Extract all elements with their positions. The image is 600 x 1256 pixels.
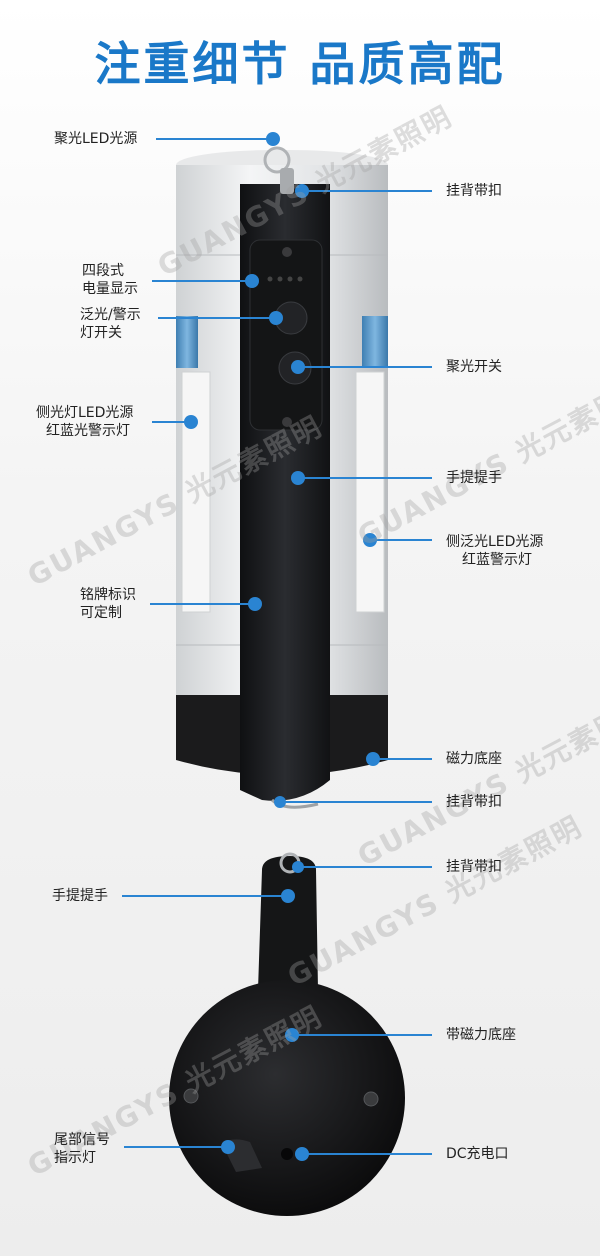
right-blue-lens bbox=[362, 316, 388, 368]
label-flood-switch-1: 泛光/警示 bbox=[80, 307, 141, 323]
label-nameplate-1: 铭牌标识 bbox=[80, 587, 136, 603]
label-side-flood-1: 侧泛光LED光源 bbox=[446, 534, 544, 550]
lamp-bottom-view bbox=[169, 852, 405, 1216]
label-side-led-2: 红蓝光警示灯 bbox=[46, 423, 130, 439]
label-hang-buckle-top: 挂背带扣 bbox=[446, 183, 502, 199]
label-side-flood-2: 红蓝警示灯 bbox=[462, 552, 532, 568]
left-blue-lens bbox=[176, 316, 198, 368]
label-side-led-1: 侧光灯LED光源 bbox=[36, 405, 134, 421]
label-tail-signal-2: 指示灯 bbox=[54, 1150, 96, 1166]
label-dc-port: DC充电口 bbox=[446, 1146, 509, 1162]
label-hang-buckle-2: 挂背带扣 bbox=[446, 859, 502, 875]
label-flood-switch-2: 灯开关 bbox=[80, 325, 122, 341]
label-handle-2: 手提提手 bbox=[52, 888, 108, 904]
label-handle: 手提提手 bbox=[446, 470, 502, 486]
label-battery-display-1: 四段式 bbox=[82, 263, 124, 279]
label-hang-buckle-bottom: 挂背带扣 bbox=[446, 794, 502, 810]
label-nameplate-2: 可定制 bbox=[80, 605, 122, 621]
label-tail-signal-1: 尾部信号 bbox=[54, 1132, 110, 1148]
label-magnetic-base: 磁力底座 bbox=[446, 751, 502, 767]
handle-strap bbox=[240, 146, 330, 809]
label-spot-switch: 聚光开关 bbox=[446, 359, 502, 375]
label-spot-led: 聚光LED光源 bbox=[54, 131, 138, 147]
page-title: 注重细节 品质高配 bbox=[94, 37, 506, 91]
callouts bbox=[122, 132, 432, 1161]
label-magnetic-base-2: 带磁力底座 bbox=[446, 1027, 516, 1043]
label-battery-display-2: 电量显示 bbox=[82, 281, 138, 297]
